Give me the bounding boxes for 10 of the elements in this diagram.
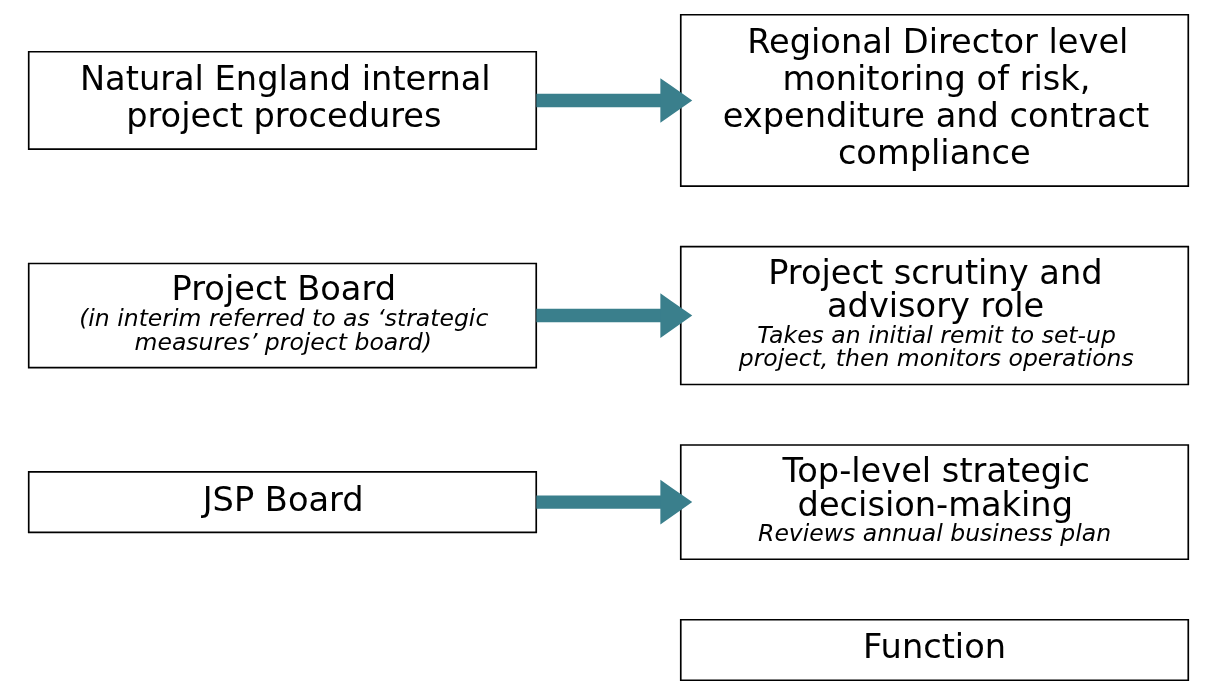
node-box: Project scrutiny and advisory role Takes an initial remit to set-up project, then monitors operations [679, 245, 1190, 386]
node-box: Natural England internal project procedures [27, 50, 538, 151]
node-box: Top-level strategic decision-making Reviews annual business plan [679, 444, 1190, 561]
node-box: Project Board (in interim referred to as ‘strategic measures’ project board) [27, 262, 538, 369]
arrow [536, 78, 693, 123]
arrow [536, 479, 693, 525]
node-box: Function [679, 618, 1190, 682]
arrow [536, 293, 693, 338]
node-box: Regional Director level monitoring of risk, expenditure and contract compliance [679, 13, 1190, 187]
node-box: JSP Board [27, 471, 538, 534]
